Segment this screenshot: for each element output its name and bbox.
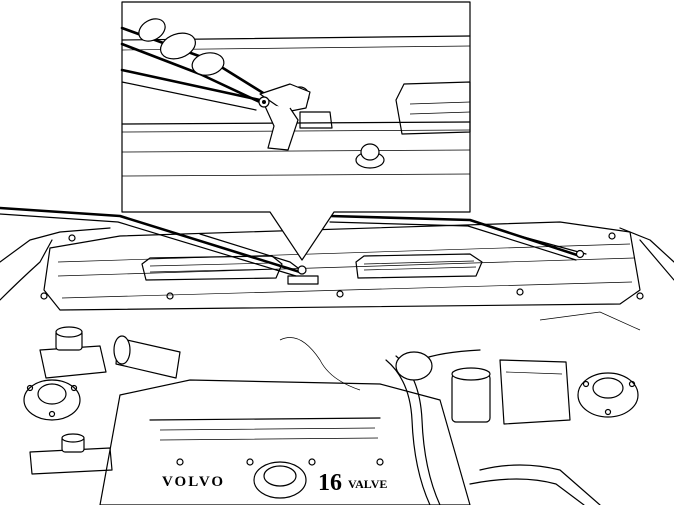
- wiper-nut-main: [287, 249, 585, 285]
- engine-cover: VOLVO 16 VALVE: [99, 379, 471, 505]
- detail-callout: [120, 1, 471, 261]
- engine-cover-valves-word: VALVE: [348, 477, 387, 491]
- engine-cover-brand: VOLVO: [162, 474, 225, 490]
- washer-cylinder: [113, 335, 181, 379]
- expansion-tank: [451, 367, 491, 423]
- engine-cover-valves-number: 16: [318, 470, 342, 496]
- cowl-vent-right: [355, 253, 483, 279]
- engine-bay: VOLVO 16 VALVE: [0, 221, 674, 505]
- cowl-grommet: [355, 143, 385, 169]
- wiper-arm-right: [328, 214, 587, 261]
- hoses: [385, 349, 601, 505]
- strut-tower-right: [577, 372, 639, 418]
- fluid-reservoir-lower: [29, 433, 113, 475]
- cowl-vent-left: [141, 255, 283, 281]
- wiper-arm-left: [0, 206, 302, 277]
- fluid-reservoir-left: [39, 326, 107, 379]
- hand: [138, 18, 225, 76]
- strut-tower-left: [23, 379, 81, 421]
- relay-box: [499, 359, 571, 425]
